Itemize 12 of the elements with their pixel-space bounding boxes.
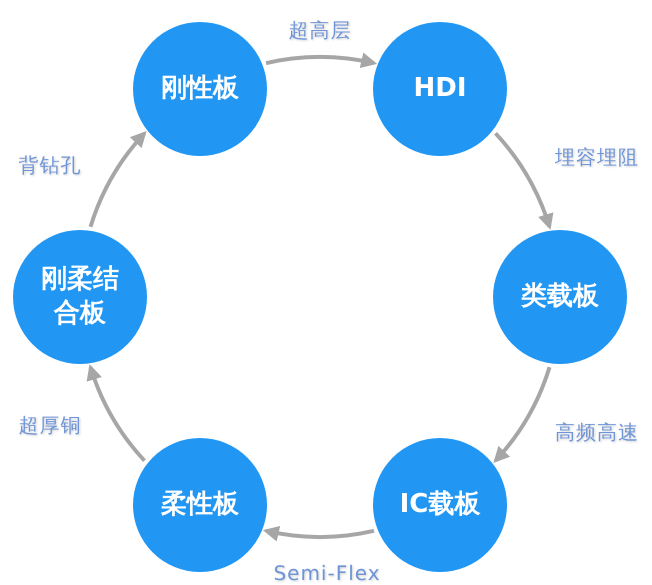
node-label: 刚性板 [161, 72, 239, 106]
curved-arrow [88, 130, 147, 228]
node-label: HDI [413, 72, 466, 106]
node-label: 类载板 [521, 280, 599, 314]
node-label: 刚柔结合板 [40, 263, 120, 330]
node-label: IC载板 [400, 488, 480, 521]
curved-arrow [87, 364, 146, 462]
node-label: 柔性板 [161, 488, 239, 521]
curved-arrow [262, 525, 374, 541]
curved-arrow [493, 366, 552, 464]
curved-arrow [266, 53, 378, 69]
curved-arrow [494, 132, 553, 230]
